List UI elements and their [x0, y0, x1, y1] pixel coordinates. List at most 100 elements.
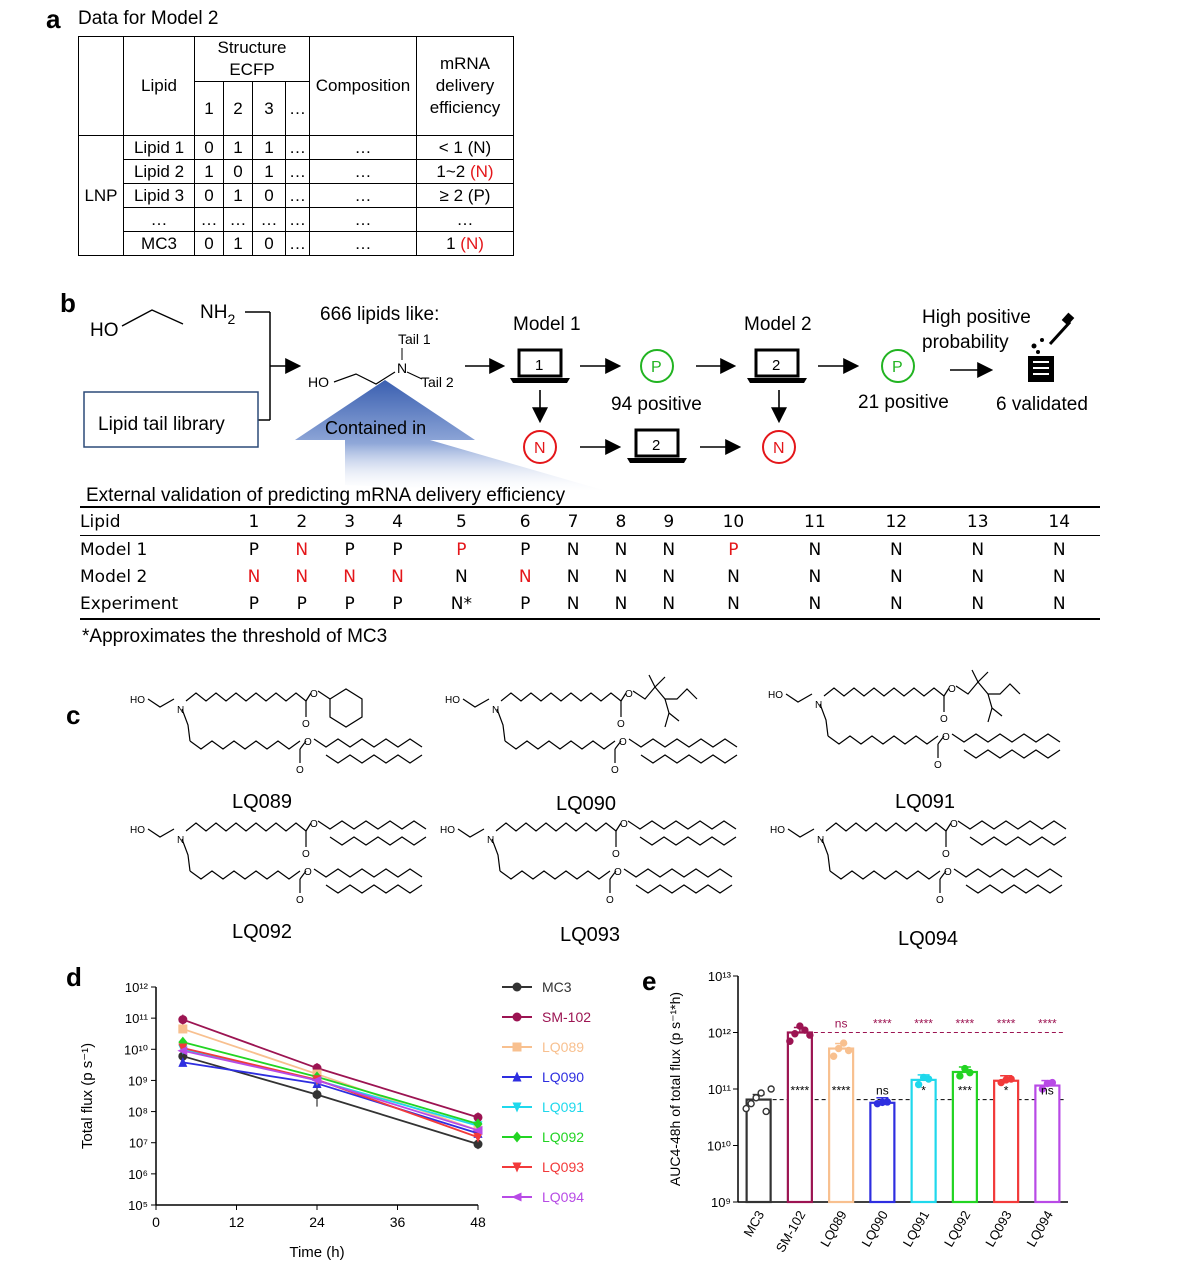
y-tick-label: 10¹³: [708, 969, 732, 984]
n-atom: N: [492, 705, 499, 716]
series-SM-102: SM-102: [178, 1009, 591, 1123]
x-tick-label: 36: [390, 1214, 406, 1230]
series-MC3: MC3: [178, 979, 572, 1150]
bond: [457, 828, 485, 838]
ho-label: HO: [130, 825, 145, 836]
data-point: [472, 1125, 483, 1135]
panel-d-label: d: [66, 962, 82, 992]
table-cell: 1: [223, 231, 253, 256]
workflow-diagram: HO NH2 Lipid tail library Contained in 6…: [83, 302, 1088, 490]
o-atom: O: [310, 689, 318, 700]
bond: [317, 690, 331, 700]
y-tick-label: 10⁸: [128, 1105, 148, 1120]
ho-label: HO: [90, 320, 119, 341]
data-point: [177, 1046, 188, 1056]
bond: [823, 687, 945, 697]
x-tick-label: LQ089: [817, 1208, 850, 1249]
data-point: [178, 1056, 188, 1067]
data-point: [829, 1052, 838, 1060]
cyclohexyl-ring: [329, 688, 363, 728]
x-tick-label: LQ092: [941, 1208, 974, 1249]
bond: [491, 838, 501, 872]
bond: [977, 671, 989, 683]
x-tick-label: LQ090: [858, 1208, 891, 1249]
significance-vs-sm102: ****: [873, 1017, 892, 1031]
efficiency-cell: …: [416, 207, 514, 232]
bond: [189, 740, 301, 750]
n-atom: N: [487, 835, 494, 846]
bond: [313, 738, 423, 748]
y-tick-label: 10¹¹: [125, 1011, 149, 1026]
bond: [971, 669, 979, 683]
header-composition: Composition: [309, 36, 417, 136]
x-axis-label: Time (h): [289, 1244, 344, 1261]
bar-LQ094: [1034, 1084, 1061, 1204]
laptop1-label: 1: [535, 357, 543, 374]
bond: [945, 822, 952, 832]
prediction-cell: N: [971, 539, 985, 560]
table-cell: …: [285, 231, 310, 256]
prediction-cell: N: [1052, 593, 1066, 614]
table-cell: …: [194, 207, 224, 232]
ext-col-header: 12: [885, 511, 908, 532]
lipid-structures: HONOOOOLQ089HONOOOOLQ090HONOOOOLQ091HONO…: [130, 669, 1067, 950]
data-point: [806, 1031, 814, 1039]
data-point: [961, 1064, 969, 1073]
table-cell: …: [285, 183, 310, 208]
prediction-cell: N: [614, 539, 628, 560]
prediction-cell: P: [296, 593, 307, 614]
o-atom: O: [304, 737, 312, 748]
ext-col-header: 6: [519, 511, 531, 532]
lipid-name: LQ094: [898, 928, 958, 950]
bond: [963, 749, 1061, 759]
o-atom: O: [296, 765, 304, 776]
table-cell: 1: [252, 135, 286, 160]
bond: [329, 836, 427, 846]
bond: [185, 822, 307, 832]
ext-lipid-header: Lipid: [80, 511, 121, 532]
n-atom: N: [817, 835, 824, 846]
data-point: [747, 1099, 755, 1108]
prediction-cell: P: [392, 539, 403, 560]
o-atom: O: [617, 719, 625, 730]
table-cell: 1: [223, 135, 253, 160]
significance-vs-mc3: *: [1004, 1084, 1009, 1098]
data-point: [801, 1026, 809, 1034]
legend-label: SM-102: [542, 1009, 591, 1025]
bond: [299, 870, 307, 880]
bond: [609, 870, 617, 880]
prediction-cell: N: [566, 566, 580, 587]
series-LQ090: LQ090: [178, 1056, 584, 1138]
legend-label: LQ093: [542, 1159, 584, 1175]
legend-label: LQ092: [542, 1129, 584, 1145]
panel-b-label: b: [60, 288, 76, 318]
bond: [313, 868, 423, 878]
data-point: [752, 1094, 760, 1102]
prediction-cell: N: [614, 566, 628, 587]
prediction-cell: N: [295, 539, 309, 560]
series-LQ089: LQ089: [178, 1024, 584, 1135]
data-point: [956, 1072, 964, 1080]
bond: [325, 754, 423, 764]
bond: [189, 870, 301, 880]
series-LQ094: LQ094: [177, 1046, 584, 1205]
prediction-cell: N: [518, 566, 532, 587]
bar-LQ091: [910, 1078, 937, 1204]
data-point: [839, 1039, 848, 1047]
bond: [635, 884, 733, 894]
table-cell: …: [309, 183, 417, 208]
bond: [648, 674, 656, 688]
o-atom: O: [619, 737, 627, 748]
bond: [499, 870, 611, 880]
prediction-cell: N: [889, 539, 903, 560]
n-atom: N: [397, 360, 407, 376]
o-atom: O: [296, 895, 304, 906]
y-axis-label: AUC4-48h of total flux (p s⁻¹*h): [667, 992, 683, 1186]
bond: [325, 884, 423, 894]
prediction-cell: P: [520, 539, 531, 560]
ext-col-header: 11: [804, 511, 826, 532]
